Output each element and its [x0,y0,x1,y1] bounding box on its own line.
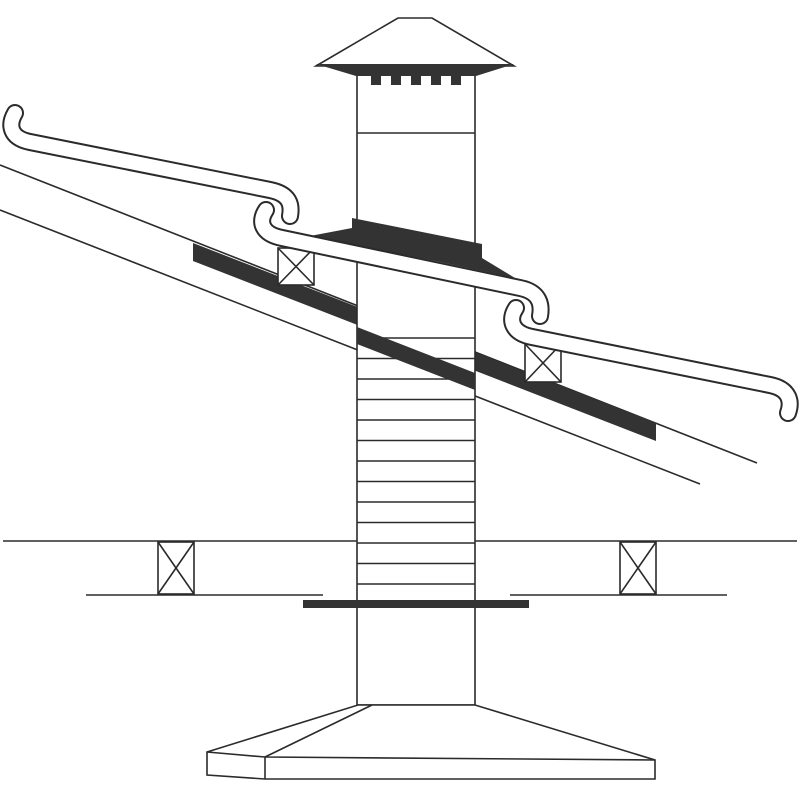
chimney-brick-lines [357,337,475,585]
cap-vent [391,66,401,85]
cap-vent [451,66,461,85]
flashing-collar [310,218,515,278]
base-hood [206,704,656,780]
floor-plate [303,600,529,608]
crossed-joist [157,541,195,595]
roof-membrane-over-chimney [357,327,475,390]
base-hood-ridge [264,704,373,758]
cap-vent [431,66,441,85]
chimney-cap [313,17,517,67]
cap-vent [411,66,421,85]
cap-vent [371,66,381,85]
roof-line-lower [0,209,701,485]
roof-tile [503,299,799,422]
roof-tile [2,104,300,225]
chimney-pipe [356,74,476,706]
crossed-joist [619,541,657,595]
roof-tile [253,201,550,325]
crossed-joist [277,247,315,286]
